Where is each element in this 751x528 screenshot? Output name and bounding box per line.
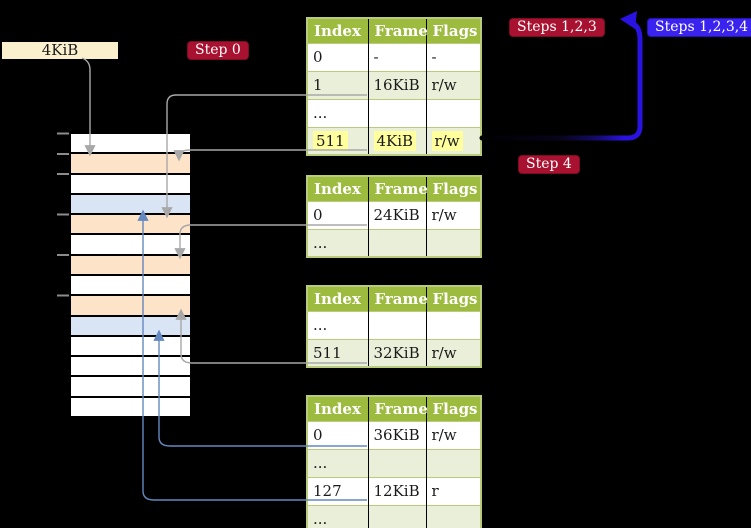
table-cell: 4KiB — [368, 126, 427, 155]
memory-row-page-table — [71, 294, 190, 315]
memory-row-mapped-page — [71, 314, 190, 335]
column-header-flags: Flags — [426, 396, 481, 421]
memory-row-page-table — [71, 213, 190, 234]
table-row: ... — [307, 448, 481, 477]
table-cell: ... — [307, 98, 369, 127]
table-cell: 511 — [307, 338, 369, 367]
table-cell: - — [426, 42, 481, 71]
frame-size-label: 4KiB — [2, 42, 118, 59]
table-row: 0-- — [307, 42, 481, 71]
highlighted-value: 4KiB — [373, 130, 417, 151]
table-cell — [368, 504, 427, 528]
memory-row-free — [71, 273, 190, 295]
table-cell: 127 — [307, 476, 369, 505]
column-header-frame: Frame — [368, 18, 428, 43]
recursive-loop-arrowhead — [620, 11, 637, 29]
highlighted-value: r/w — [431, 130, 463, 151]
table-cell: - — [368, 42, 427, 71]
table-cell — [426, 504, 481, 528]
column-header-flags: Flags — [426, 286, 481, 311]
badge-step-4: Step 4 — [518, 155, 580, 174]
table-cell: 511 — [307, 126, 369, 155]
memory-row-free — [71, 172, 190, 193]
table-cell: ... — [307, 504, 369, 528]
column-header-frame: Frame — [368, 286, 428, 311]
memory-row-page-table — [71, 152, 190, 173]
memory-address-ticks — [57, 132, 69, 297]
column-header-index: Index — [307, 176, 369, 201]
memory-row-page-table — [71, 253, 190, 274]
table-cell — [426, 228, 481, 257]
table-cell — [426, 310, 481, 339]
table-cell: ... — [307, 310, 369, 339]
column-header-frame: Frame — [368, 176, 428, 201]
column-header-index: Index — [307, 286, 369, 311]
badge-steps-1-2-3-4: Steps 1,2,3,4 — [647, 18, 751, 37]
memory-row-free — [71, 134, 190, 153]
table-cell: 32KiB — [368, 338, 427, 367]
memory-row-free — [71, 233, 190, 254]
table-cell: 0 — [307, 200, 369, 229]
table-cell — [368, 448, 427, 477]
column-header-index: Index — [307, 396, 369, 421]
table-cell: 12KiB — [368, 476, 427, 505]
memory-row-free — [71, 355, 190, 376]
table-row: ... — [307, 228, 481, 257]
table-cell: r — [426, 476, 481, 505]
table-cell: r/w — [426, 200, 481, 229]
table-cell: 24KiB — [368, 200, 427, 229]
highlighted-value: 511 — [313, 130, 348, 151]
table-row: ... — [307, 310, 481, 339]
table-cell: 16KiB — [368, 70, 427, 99]
table-cell: r/w — [426, 70, 481, 99]
table-cell — [368, 228, 427, 257]
memory-row-mapped-page — [71, 192, 190, 214]
badge-steps-1-2-3: Steps 1,2,3 — [509, 18, 605, 37]
column-header-flags: Flags — [426, 18, 481, 43]
column-header-frame: Frame — [368, 396, 428, 421]
table-cell: ... — [307, 228, 369, 257]
table-cell: r/w — [426, 126, 481, 155]
memory-row-free — [71, 334, 190, 356]
table-cell: r/w — [426, 420, 481, 449]
memory-row-free — [71, 375, 190, 396]
table-cell: r/w — [426, 338, 481, 367]
table-row: ... — [307, 98, 481, 127]
table-cell: 0 — [307, 42, 369, 71]
column-header-index: Index — [307, 18, 369, 43]
table-cell: 36KiB — [368, 420, 427, 449]
table-cell: 1 — [307, 70, 369, 99]
table-cell: ... — [307, 448, 369, 477]
table-cell — [368, 310, 427, 339]
memory-row-free — [71, 395, 190, 416]
recursive-loop-arrow — [479, 20, 643, 141]
column-header-flags: Flags — [426, 176, 481, 201]
table-row: ... — [307, 504, 481, 528]
table-cell — [426, 448, 481, 477]
physical-memory-column — [70, 133, 191, 417]
table-cell — [426, 98, 481, 127]
badge-step-0: Step 0 — [187, 41, 249, 60]
table-cell — [368, 98, 427, 127]
table-cell: 0 — [307, 420, 369, 449]
table-row: 511 4KiB r/w — [307, 126, 481, 155]
